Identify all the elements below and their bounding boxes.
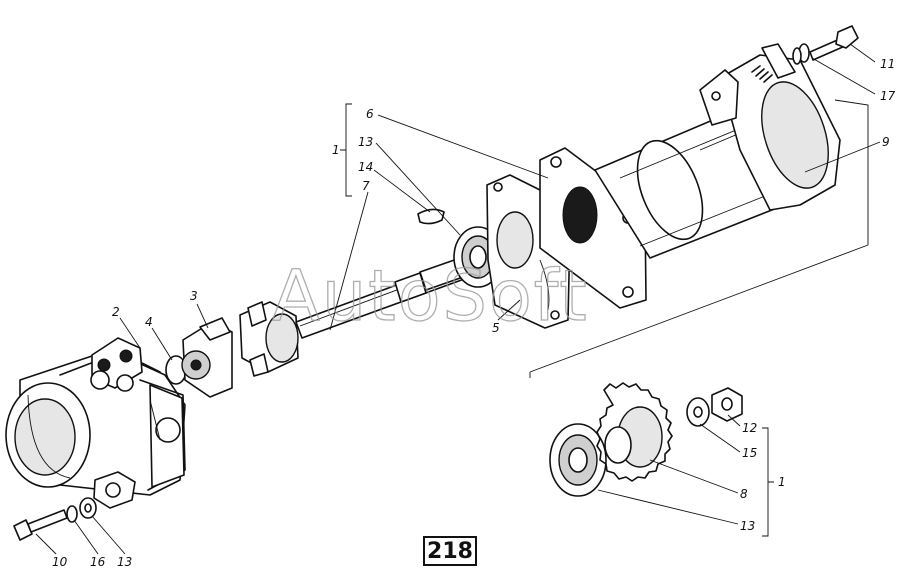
spring-stud (751, 65, 773, 83)
bolt-11 (809, 25, 859, 61)
label-17: 17 (880, 89, 896, 103)
brace-bottom (762, 427, 774, 537)
label-4: 4 (145, 315, 153, 329)
label-16: 16 (90, 555, 106, 569)
rear-end-flange (699, 43, 841, 211)
flange-plate (539, 147, 647, 309)
label-10: 10 (52, 555, 68, 569)
brace-top (340, 103, 352, 197)
bolt-10 (13, 509, 68, 541)
label-15: 15 (742, 446, 757, 460)
label-1-top: 1 (332, 143, 340, 157)
leader-lines (35, 43, 881, 555)
page-number-badge: 218 (423, 536, 477, 566)
label-13-bottom: 13 (117, 555, 132, 569)
woodruff-key (417, 208, 445, 225)
label-5: 5 (492, 321, 500, 335)
label-13-top: 13 (358, 135, 373, 149)
label-9: 9 (882, 135, 890, 149)
label-14: 14 (358, 160, 373, 174)
label-6: 6 (366, 107, 374, 121)
part-labels: 6 1 13 14 7 3 2 4 5 9 11 17 12 15 8 1 13… (52, 57, 896, 569)
label-12: 12 (742, 421, 757, 435)
nut-12 (711, 387, 743, 422)
bearing-13-lower (549, 423, 607, 497)
spur-gear-8 (596, 382, 673, 482)
washer-13-lower (79, 497, 97, 519)
label-11: 11 (880, 57, 895, 71)
label-3: 3 (190, 289, 198, 303)
watermark: AutoSoft (272, 255, 589, 337)
label-2: 2 (112, 305, 120, 319)
label-1-bottom: 1 (778, 475, 786, 489)
drive-coupling (239, 301, 299, 377)
coupling-half (181, 317, 233, 398)
label-7: 7 (362, 179, 370, 193)
gearbox-housing (5, 337, 186, 509)
washer-15 (686, 397, 710, 427)
spring-washer-17 (792, 43, 810, 65)
label-13-right: 13 (740, 519, 755, 533)
label-8: 8 (740, 487, 748, 501)
washer-16 (66, 505, 78, 523)
